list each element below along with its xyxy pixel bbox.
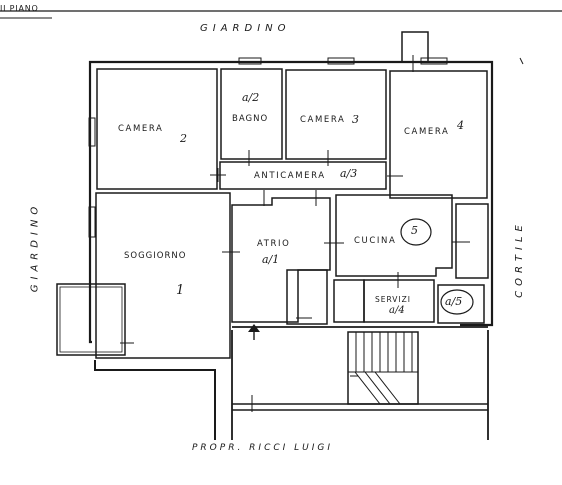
room-label-servizi: SERVIZI	[375, 295, 411, 304]
room-mark-atrio: a/1	[262, 253, 280, 266]
door-ticks	[120, 55, 470, 412]
room-mark-anticamera: a/3	[340, 167, 358, 180]
servizi-walls	[363, 279, 435, 323]
floor-label: II PIANO	[0, 4, 39, 13]
outer-wall	[88, 60, 494, 327]
window-mark	[88, 206, 96, 238]
courtyard-right-label: CORTILE	[513, 220, 525, 298]
room-mark-extra: a/5	[445, 295, 463, 308]
room-mark-cucina: 5	[411, 224, 418, 237]
soggiorno-walls	[95, 192, 231, 359]
neighbor-property-label: PROPR. RICCI LUIGI	[192, 443, 334, 453]
room-mark-camera-3: 4	[457, 119, 464, 132]
cucina-mark-circle	[400, 218, 432, 246]
room-label-cucina: CUCINA	[354, 236, 397, 246]
cucina-walls	[335, 194, 453, 277]
room-label-camera-1: CAMERA	[118, 124, 164, 134]
atrio-walls	[231, 197, 331, 323]
stair-well	[347, 331, 419, 405]
bagno-walls	[220, 68, 283, 160]
closet-walls	[286, 269, 328, 325]
room-label-atrio: ATRIO	[257, 239, 291, 249]
window-mark	[420, 57, 448, 65]
room-mark-camera-1: 2	[180, 132, 187, 145]
entrance-arrow-icon	[248, 324, 260, 332]
room-mark-bagno: a/2	[242, 91, 260, 104]
stair-steps	[354, 332, 413, 405]
camera-3-walls	[389, 70, 488, 199]
room-mark-servizi: a/4	[389, 305, 405, 316]
lower-wall	[94, 360, 216, 440]
side-room-walls	[455, 203, 489, 279]
outer-wall-left	[88, 72, 92, 344]
garden-top-label: GIARDINO	[200, 23, 291, 34]
garden-left-label: GIARDINO	[29, 201, 41, 293]
extra-mark-circle	[440, 289, 474, 315]
camera-2-walls	[285, 69, 387, 160]
room-mark-soggiorno: 1	[176, 283, 185, 298]
room-label-bagno: BAGNO	[232, 114, 269, 124]
window-mark	[88, 117, 96, 147]
balcony	[56, 283, 126, 356]
room-label-anticamera: ANTICAMERA	[254, 171, 326, 181]
room-label-soggiorno: SOGGIORNO	[124, 251, 187, 261]
room-label-camera-2: CAMERA	[300, 115, 346, 125]
corner-room-walls	[437, 284, 485, 324]
window-mark	[238, 57, 262, 65]
room-mark-camera-2: 3	[352, 113, 359, 126]
window-mark	[327, 57, 355, 65]
camera-1-walls	[96, 68, 218, 190]
balcony-rail	[59, 286, 123, 353]
room-label-camera-3: CAMERA	[404, 127, 450, 137]
small-room-walls	[333, 279, 365, 323]
